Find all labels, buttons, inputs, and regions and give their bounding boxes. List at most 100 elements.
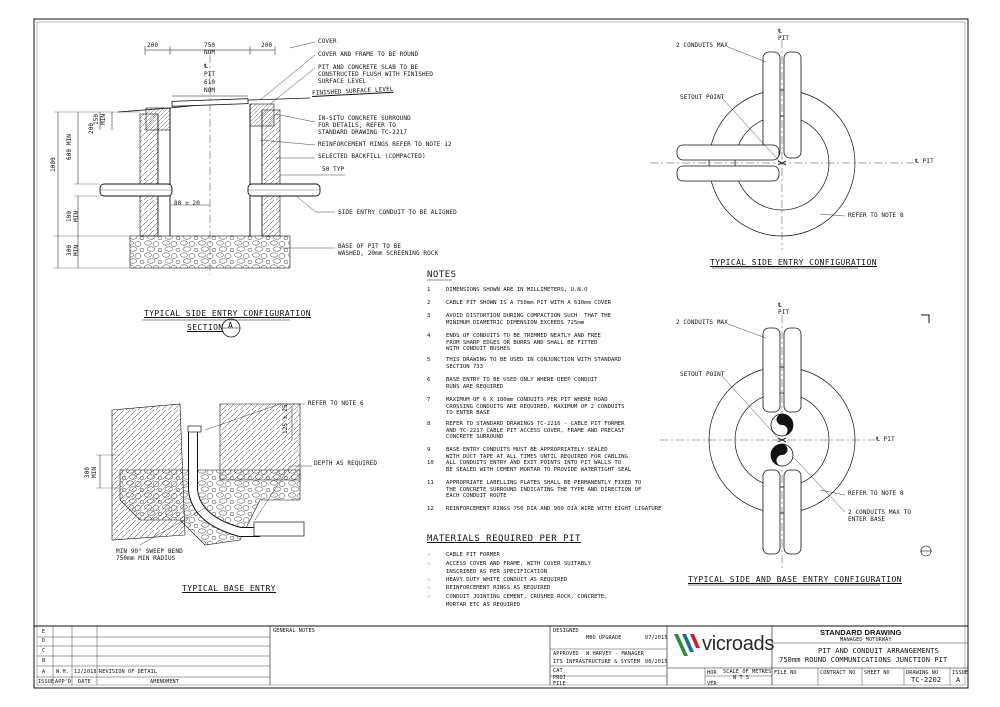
plan2-refer-note-8: REFER TO NOTE 8 (848, 490, 904, 497)
note-text: CABLE PIT SHOWN IS A 750mm PIT WITH A 61… (446, 300, 612, 306)
header-date: DATE (78, 679, 91, 685)
plan2-conduits-base: 2 CONDUITS MAX TO ENTER BASE (848, 509, 912, 523)
note-number: 1 (427, 287, 431, 293)
standard-drawing-sub: MANAGED MOTORWAY (840, 637, 892, 643)
material-bullet: - (427, 594, 431, 600)
note-text: MAXIMUM OF 6 X 100mm CONDUITS PER PIT WH… (446, 397, 625, 417)
drawing-title-1: PIT AND CONDUIT ARRANGEMENTS (818, 647, 939, 655)
cat-label: CAT (553, 668, 563, 674)
file-label: FILE (553, 681, 566, 687)
section-label: SECTION (187, 323, 224, 332)
section-marker: A (228, 321, 233, 330)
vicroads-wordmark: vicroads (702, 633, 775, 655)
drawing-no-value: TC-2202 (911, 676, 942, 684)
note-number: 10 (427, 460, 434, 466)
approved-value-2: ITS INFRASTRUCTURE & SYSTEM (553, 659, 641, 665)
designed-label: DESIGNED (553, 628, 579, 634)
designed-date: 07/2015 (645, 635, 668, 641)
material-text: CONDUIT JOINTING CEMENT, CRUSHED ROCK, C… (446, 594, 608, 608)
label-cover: COVER (318, 38, 337, 45)
plan2-setout-point: SETOUT POINT (680, 371, 725, 378)
label-refer-note-6: REFER TO NOTE 6 (308, 400, 364, 407)
label-selected-backfill: SELECTED BACKFILL (COMPACTED) (318, 153, 426, 160)
standard-drawing-label: STANDARD DRAWING (820, 628, 902, 637)
materials-heading: MATERIALS REQUIRED PER PIT (427, 534, 581, 544)
material-bullet: - (427, 585, 431, 591)
note-number: 6 (427, 377, 431, 383)
label-sweep-bend: MIN 90° SWEEP BEND 750mm MIN RADIUS (116, 548, 183, 562)
note-text: AVOID DISTORTION DURING COMPACTION SUCH … (446, 313, 612, 326)
note-text: APPROPRIATE LABELLING PLATES SHALL BE PE… (446, 480, 642, 500)
approved-label: APPROVED (553, 651, 579, 657)
note-number: 11 (427, 480, 434, 486)
section-title: TYPICAL SIDE ENTRY CONFIGURATION (144, 309, 311, 318)
approved-date: 08/2015 (645, 659, 668, 665)
plan-side-base-entry-drawing (660, 314, 932, 586)
dim-200-left: 200 (147, 42, 159, 49)
rev-letter-d: D (42, 638, 46, 644)
dim-150-min: 150 MIN (93, 113, 107, 125)
label-base-of-pit: BASE OF PIT TO BE WASHED, 20mm SCREENING… (338, 243, 439, 257)
dim-80: 80 ± 20 (174, 200, 200, 207)
designed-value: MBO UPGRADE (586, 635, 622, 641)
notes-heading: NOTES (427, 270, 457, 280)
general-notes-label: GENERAL NOTES (273, 628, 315, 634)
note-text: BASE ENTRY CONDUITS MUST BE APPROPRIATEL… (446, 447, 628, 460)
plan2-centerline-label: ℄ PIT (778, 302, 790, 316)
scale-value: N T S (733, 675, 750, 681)
plan1-centerline-right: ℄ PIT (915, 158, 934, 165)
rev-letter-e: E (42, 629, 46, 635)
dim-750-nom: 750 NOM (204, 42, 216, 56)
dim-600-min: 600 MIN (66, 134, 73, 160)
label-reinforcement-rings: REINFORCEMENT RINGS REFER TO NOTE 12 (318, 141, 452, 148)
note-text: ENDS OF CONDUITS TO BE TRIMMED NEATLY AN… (446, 333, 601, 353)
rev-letter-c: C (42, 648, 46, 654)
material-text: REINFORCEMENT RINGS AS REQUIRED (446, 585, 551, 591)
scale-label: SCALE OF METRES (723, 669, 772, 675)
note-text: REFER TO STANDARD DRAWINGS TC-2216 - CAB… (446, 421, 625, 441)
plan1-setout-point: SETOUT POINT (680, 94, 725, 101)
note-number: 7 (427, 397, 431, 403)
proj-label: PROJ (553, 675, 566, 681)
material-text: HEAVY DUTY WHITE CONDUIT AS REQUIRED (446, 577, 568, 583)
drawing-title-2: 750mm ROUND COMMUNICATIONS JUNCTION PIT (779, 656, 948, 664)
issue-label: ISSUE (952, 670, 969, 676)
note-number: 12 (427, 506, 434, 512)
material-bullet: - (427, 552, 431, 558)
drawing-no-label: DRAWING NO (906, 670, 939, 676)
base-entry-title: TYPICAL BASE ENTRY (182, 584, 276, 593)
note-text: BASE ENTRY TO BE USED ONLY WHERE DEEP CO… (446, 377, 598, 390)
rev-a-text: REVISION OF DETAIL (99, 669, 158, 675)
issue-value: A (956, 676, 961, 684)
note-number: 9 (427, 447, 431, 453)
contract-no-label: CONTRACT NO (820, 670, 856, 676)
dim-300-min: 300 MIN (66, 244, 80, 256)
title-block-grid (34, 625, 968, 685)
label-side-entry-conduit: SIDE ENTRY CONDUIT TO BE ALIGNED (338, 209, 457, 216)
label-pit-slab: PIT AND CONCRETE SLAB TO BE CONSTRUCTED … (318, 64, 434, 85)
dim-125: 125 ± 25 (282, 404, 289, 434)
dim-300-base: 300 MIN (84, 466, 98, 478)
plan2-title: TYPICAL SIDE AND BASE ENTRY CONFIGURATIO… (688, 575, 902, 584)
rev-a-date: 12/2018 (74, 669, 97, 675)
label-in-situ-surround: IN-SITU CONCRETE SURROUND FOR DETAILS, R… (318, 115, 411, 136)
material-bullet: - (427, 577, 431, 583)
dim-1000: 1000 (50, 157, 57, 172)
label-depth-required: DEPTH AS REQUIRED (314, 460, 378, 467)
centerline-pit-label: ℄ PIT 610 NOM (204, 63, 216, 94)
note-number: 4 (427, 333, 431, 339)
note-number: 3 (427, 313, 431, 319)
note-number: 8 (427, 421, 431, 427)
rev-a-by: W.H. (56, 669, 69, 675)
material-bullet: - (427, 561, 431, 567)
section-a-drawing (54, 41, 345, 338)
approved-value: W HARVEY - MANAGER (586, 651, 645, 657)
header-appd: APP'D (55, 679, 72, 685)
plan1-conduits-max: 2 CONDUITS MAX (676, 42, 728, 49)
plan1-centerline-label: ℄ PIT (778, 28, 790, 42)
note-number: 2 (427, 300, 431, 306)
hor-label: HOR (707, 670, 717, 676)
note-number: 5 (427, 357, 431, 363)
vicroads-logo-icon (674, 634, 700, 656)
